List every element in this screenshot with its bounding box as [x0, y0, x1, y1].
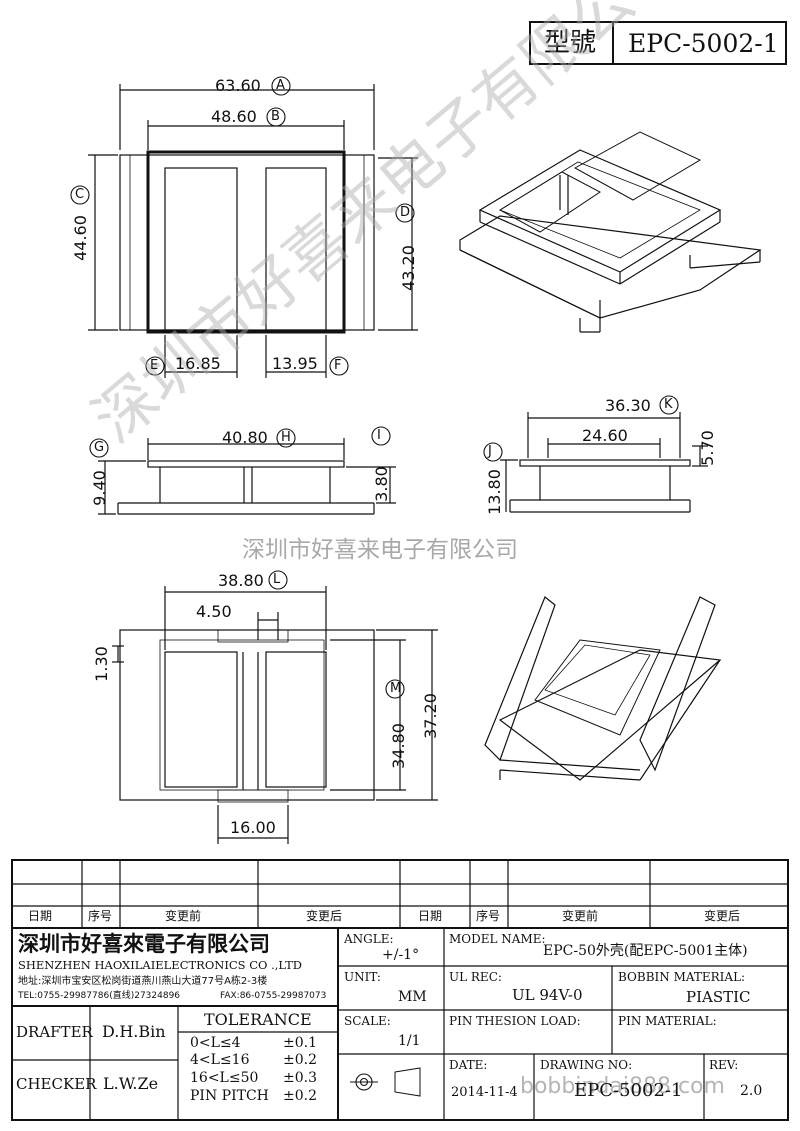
tolerance-label: TOLERANCE — [204, 1010, 312, 1029]
tol-value-4: ±0.2 — [283, 1088, 317, 1104]
dim-g-value: 9.40 — [89, 470, 109, 506]
dim-d-value: 43.20 — [398, 245, 418, 291]
dim-e-value: 16.85 — [175, 354, 221, 373]
drafter-value: D.H.Bin — [102, 1022, 166, 1041]
rev-header-before-1: 变更前 — [165, 909, 202, 923]
model-name-label: MODEL NAME: — [449, 932, 546, 946]
dim-l-small-value: 4.50 — [196, 602, 232, 621]
watermark-company: 深圳市好喜来电子有限公司 — [242, 537, 518, 563]
dim-a-letter: A — [276, 78, 285, 93]
bobbin-value: PIASTIC — [686, 988, 751, 1006]
scale-label: SCALE: — [344, 1014, 391, 1028]
dim-k-value: 36.30 — [605, 396, 651, 415]
model-label: 型號 — [544, 28, 597, 58]
rev-header-date-2: 日期 — [418, 909, 443, 923]
dim-a-value: 63.60 — [215, 76, 261, 95]
date-value: 2014-11-4 — [451, 1085, 518, 1100]
bobbin-label: BOBBIN MATERIAL: — [618, 970, 746, 984]
ul-label: UL REC: — [449, 970, 502, 984]
watermark-site: bobbindai888.com — [520, 1074, 725, 1099]
dim-e-letter: E — [150, 358, 159, 373]
dim-l-value: 38.80 — [218, 571, 264, 590]
dim-j-value: 13.80 — [484, 469, 504, 515]
pin-material-label: PIN MATERIAL: — [618, 1014, 717, 1028]
ul-value: UL 94V-0 — [512, 986, 583, 1004]
model-value: EPC-5002-1 — [628, 29, 779, 58]
rev-header-after-1: 变更后 — [306, 909, 343, 923]
dim-m-letter: M — [390, 681, 402, 696]
checker-value: L.W.Ze — [103, 1074, 159, 1093]
checker-label: CHECKER — [16, 1075, 97, 1093]
drafter-label: DRAFTER — [16, 1023, 93, 1041]
dim-j-letter: J — [488, 444, 492, 459]
dim-d-letter: D — [400, 205, 411, 220]
dim-i-letter: I — [377, 428, 381, 443]
tol-value-2: ±0.2 — [283, 1052, 317, 1068]
rev-header-date-1: 日期 — [28, 909, 53, 923]
dim-c-letter: C — [75, 187, 85, 202]
tol-range-1: 0<L≤4 — [190, 1035, 241, 1051]
drawing-no-value: EPC-5002-1 — [574, 1080, 683, 1101]
company-tel: TEL:0755-29987786(直线)27324896 — [18, 991, 181, 1001]
rev-header-no-1: 序号 — [88, 909, 113, 923]
dim-m-value: 34.80 — [388, 723, 408, 769]
date-label: DATE: — [449, 1058, 488, 1072]
company-name-en: SHENZHEN HAOXILAIELECTRONICS CO .,LTD — [18, 958, 302, 972]
dim-bottom-value: 16.00 — [230, 818, 276, 837]
tol-value-1: ±0.1 — [283, 1035, 317, 1051]
company-name-cn: 深圳市好喜來電子有限公司 — [18, 931, 270, 956]
dim-b-letter: B — [271, 109, 280, 124]
angle-value: +/-1° — [382, 947, 420, 963]
model-name-value: EPC-50外壳(配EPC-5001主体) — [543, 943, 748, 959]
dim-f-value: 13.95 — [272, 354, 318, 373]
dim-h-value: 40.80 — [222, 428, 268, 447]
scale-value: 1/1 — [398, 1033, 421, 1049]
dim-k-side-value: 5.70 — [697, 430, 717, 466]
rev-label: REV: — [709, 1058, 739, 1072]
unit-label: UNIT: — [344, 970, 381, 984]
angle-label: ANGLE: — [344, 932, 394, 946]
pin-tension-label: PIN THESION LOAD: — [449, 1014, 581, 1028]
dim-k-letter: K — [664, 397, 673, 412]
dim-g-letter: G — [94, 440, 105, 455]
dim-f-letter: F — [334, 358, 342, 373]
dim-i-value: 3.80 — [371, 466, 391, 502]
unit-value: MM — [398, 989, 427, 1005]
dim-m-outer-value: 37.20 — [420, 693, 440, 739]
company-address: 地址:深圳市宝安区松岗街道燕川燕山大道77号A栋2-3楼 — [18, 976, 268, 987]
dim-b-value: 48.60 — [211, 107, 257, 126]
tol-range-3: 16<L≤50 — [190, 1070, 259, 1086]
dim-l-letter: L — [273, 572, 281, 587]
dim-k-inner-value: 24.60 — [582, 426, 628, 445]
dim-l-side-value: 1.30 — [91, 646, 111, 682]
dim-c-value: 44.60 — [70, 215, 90, 261]
tol-value-3: ±0.3 — [283, 1070, 317, 1086]
company-fax: FAX:86-0755-29987073 — [220, 991, 327, 1001]
rev-header-before-2: 变更前 — [562, 909, 599, 923]
tol-range-4: PIN PITCH — [190, 1088, 269, 1104]
tol-range-2: 4<L≤16 — [190, 1052, 250, 1068]
drawing-no-label: DRAWING NO: — [540, 1058, 633, 1072]
rev-header-no-2: 序号 — [476, 909, 501, 923]
rev-header-after-2: 变更后 — [704, 909, 741, 923]
dim-h-letter: H — [281, 430, 291, 445]
rev-value: 2.0 — [740, 1083, 763, 1099]
